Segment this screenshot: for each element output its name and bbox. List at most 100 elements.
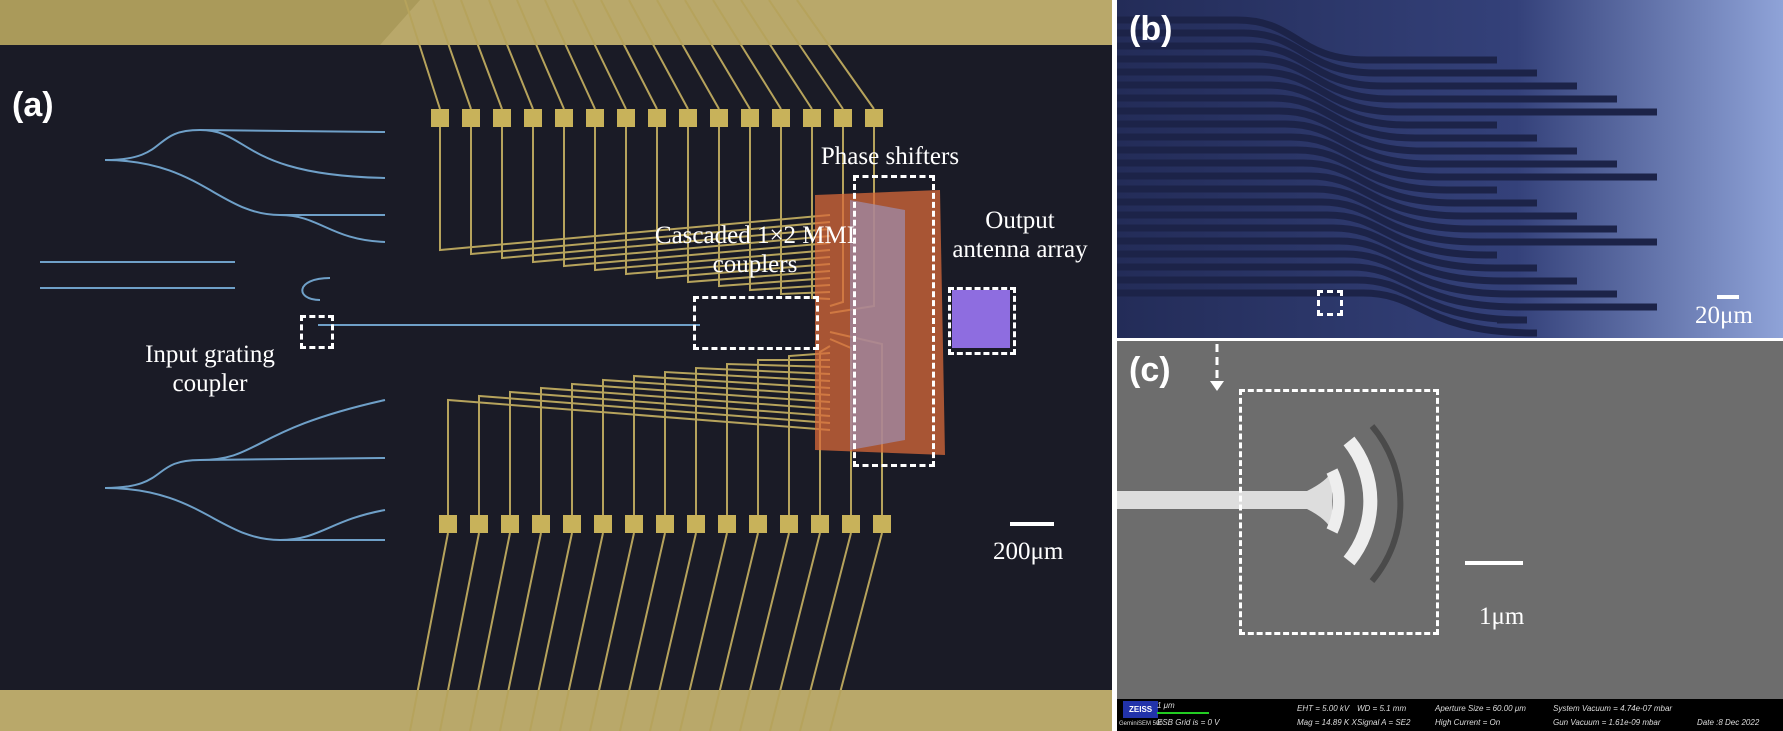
contact-pads <box>431 109 891 533</box>
contact-pad <box>563 515 581 533</box>
sem-date: Date :8 Dec 2022 <box>1697 718 1760 727</box>
contact-pad <box>749 515 767 533</box>
sem-signal: Signal A = SE2 <box>1357 718 1411 727</box>
contact-pad <box>625 515 643 533</box>
trace <box>628 0 831 731</box>
waveguide-trench <box>1117 146 1497 194</box>
contact-pad <box>687 515 705 533</box>
sem-esb: ESB Grid is = 0 V <box>1157 718 1220 727</box>
contact-pad <box>803 109 821 127</box>
trace <box>488 0 831 731</box>
contact-pad <box>741 109 759 127</box>
waveguides <box>40 128 700 541</box>
waveguide-trench <box>1117 133 1657 181</box>
panel-label-b: (b) <box>1129 10 1173 48</box>
phase-shifter-label: Phase shifters <box>820 143 960 170</box>
sem-current: High Current = On <box>1435 718 1501 727</box>
sem-system-vacuum: System Vacuum = 4.74e-07 mbar <box>1553 704 1673 713</box>
antenna-label: Output antenna array <box>952 207 1088 263</box>
contact-pad <box>501 515 519 533</box>
panel-label-c: (c) <box>1129 351 1171 389</box>
scale-bar-a <box>1010 522 1054 526</box>
mmi-label: Cascaded 1×2 MMI couplers <box>654 222 856 278</box>
waveguide-trench <box>1117 159 1537 207</box>
trace <box>460 0 831 731</box>
trace <box>600 0 831 731</box>
contact-pad <box>710 109 728 127</box>
waveguide-trench <box>1117 68 1657 116</box>
contact-pad <box>834 109 852 127</box>
trace <box>684 0 831 731</box>
panel-a-chip-micrograph: (a) Input grating coupler Cascaded 1×2 M… <box>0 0 1112 731</box>
scale-label-a: 200μm <box>993 538 1064 565</box>
zeiss-logo: ZEISS <box>1123 701 1159 718</box>
waveguide-trench <box>1117 81 1497 129</box>
panel-c-sem-image: (c) 1μm ZEISS GeminiSEM 500 1 μm ESB Gri… <box>1117 341 1783 731</box>
waveguide-trench <box>1117 120 1617 168</box>
contact-pad <box>555 109 573 127</box>
contact-pad <box>656 515 674 533</box>
scale-bar-c <box>1465 561 1523 565</box>
contact-pad <box>679 109 697 127</box>
contact-pad <box>493 109 511 127</box>
waveguide-trench <box>1117 198 1657 246</box>
waveguide-trench <box>1117 250 1617 298</box>
sem-wd: WD = 5.1 mm <box>1357 704 1407 713</box>
sem-aperture: Aperture Size = 60.00 μm <box>1435 704 1526 713</box>
sem-bar-label: 1 μm <box>1157 701 1175 710</box>
phase-shifter-box <box>853 175 935 467</box>
scale-label-b: 20μm <box>1695 302 1753 329</box>
trace <box>544 0 831 731</box>
bottom-gold-border <box>0 690 1112 731</box>
sem-eht: EHT = 5.00 kV <box>1297 704 1350 713</box>
sem-mag: Mag = 14.89 K X <box>1297 718 1357 727</box>
input-grating-label: Input grating coupler <box>145 341 275 397</box>
panel-b-waveguide-micrograph: (b) 20μm <box>1117 0 1783 338</box>
waveguide-routing <box>1117 16 1657 337</box>
grating-coupler-sem <box>1117 341 1404 583</box>
zoom-region-box <box>1317 290 1343 316</box>
waveguide-trench <box>1117 29 1537 77</box>
contact-pad <box>439 515 457 533</box>
waveguide-trench <box>1117 172 1577 220</box>
contact-pad <box>532 515 550 533</box>
contact-pad <box>718 515 736 533</box>
contact-pad <box>594 515 612 533</box>
contact-pad <box>617 109 635 127</box>
trace <box>432 0 831 731</box>
waveguide-trench <box>1117 237 1577 285</box>
contact-pad <box>586 109 604 127</box>
waveguide-trench <box>1117 107 1577 155</box>
trace <box>712 0 831 731</box>
contact-pad <box>648 109 666 127</box>
trace <box>516 0 831 731</box>
waveguide-trench <box>1117 224 1537 272</box>
waveguide-trench <box>1117 185 1617 233</box>
scale-label-c: 1μm <box>1479 603 1525 630</box>
waveguide-trench <box>1117 263 1657 311</box>
contact-pad <box>462 109 480 127</box>
grating-region-box <box>1239 389 1439 635</box>
scale-bar-b <box>1717 295 1739 299</box>
contact-pad <box>865 109 883 127</box>
waveguide-trench <box>1117 289 1537 337</box>
antenna-box <box>948 287 1016 355</box>
waveguide-trench <box>1117 42 1577 90</box>
panel-label-a: (a) <box>12 86 54 124</box>
sem-model: GeminiSEM 500 <box>1119 721 1163 727</box>
input-grating-box <box>300 315 334 349</box>
contact-pad <box>470 515 488 533</box>
contact-pad <box>842 515 860 533</box>
contact-pad <box>780 515 798 533</box>
waveguide-trench <box>1117 16 1497 64</box>
contact-pad <box>524 109 542 127</box>
waveguide-trench <box>1117 94 1537 142</box>
sem-gun-vacuum: Gun Vacuum = 1.61e-09 mbar <box>1553 718 1661 727</box>
contact-pad <box>772 109 790 127</box>
waveguide-trench <box>1117 211 1497 259</box>
contact-pad <box>811 515 829 533</box>
contact-pad <box>431 109 449 127</box>
mmi-box <box>693 296 819 350</box>
trace <box>572 0 831 731</box>
contact-pad <box>873 515 891 533</box>
